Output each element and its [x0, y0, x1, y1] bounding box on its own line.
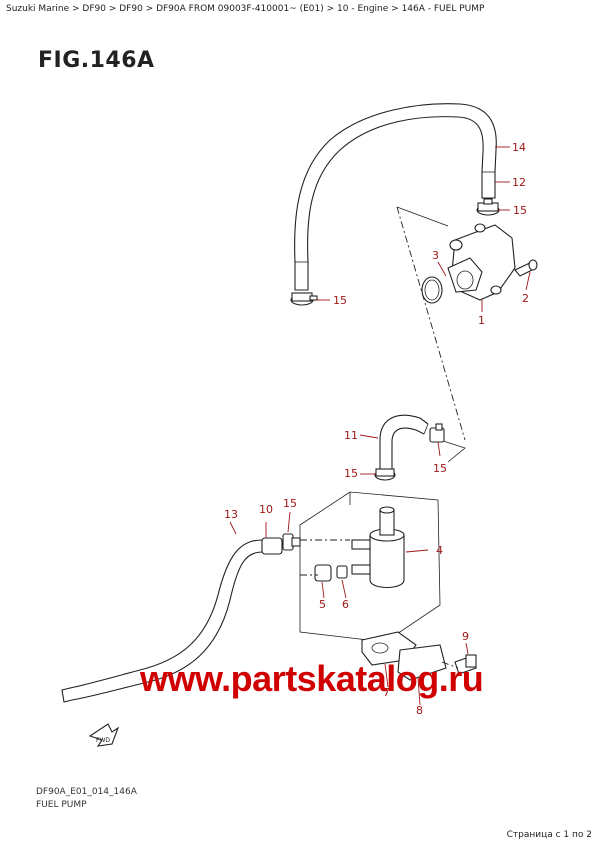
callout-11[interactable]: 11 — [344, 429, 358, 442]
breadcrumb-item-suzuki-marine[interactable]: Suzuki Marine — [6, 4, 70, 14]
callout-8[interactable]: 8 — [416, 704, 423, 717]
hose-lower — [61, 537, 283, 703]
figure-name: FUEL PUMP — [36, 800, 87, 810]
callouts: 14 12 15 3 2 1 15 11 15 15 13 10 15 4 5 … — [224, 141, 529, 717]
breadcrumb-item-df90[interactable]: DF90 — [82, 4, 106, 14]
fuel-hose-upper — [294, 103, 497, 291]
clamp-15-mid — [374, 468, 396, 481]
pager: Страница с 1 по 2 — [506, 830, 592, 840]
clamp-15-lower — [282, 533, 301, 551]
fuel-pump — [421, 223, 538, 304]
callout-3[interactable]: 3 — [432, 249, 439, 262]
callout-10[interactable]: 10 — [259, 503, 273, 516]
breadcrumb-item-df90-sub[interactable]: DF90 — [119, 4, 143, 14]
callout-15[interactable]: 15 — [283, 497, 297, 510]
figure-code: DF90A_E01_014_146A — [36, 787, 137, 797]
breadcrumb-item-current: 146A - FUEL PUMP — [401, 4, 485, 14]
callout-15[interactable]: 15 — [433, 462, 447, 475]
clamp-15-mid-right — [429, 423, 445, 443]
breadcrumb-item-engine[interactable]: 10 - Engine — [337, 4, 389, 14]
fuel-filter-assembly — [299, 491, 477, 681]
callout-2[interactable]: 2 — [522, 292, 529, 305]
clamp-15-left — [290, 292, 318, 306]
callout-7[interactable]: 7 — [383, 686, 390, 699]
callout-5[interactable]: 5 — [319, 598, 326, 611]
callout-12[interactable]: 12 — [512, 176, 526, 189]
callout-15[interactable]: 15 — [513, 204, 527, 217]
callout-13[interactable]: 13 — [224, 508, 238, 521]
callout-1[interactable]: 1 — [478, 314, 485, 327]
hose-11 — [379, 414, 429, 471]
fwd-label: FWD — [96, 737, 110, 744]
fwd-arrow-icon: FWD — [88, 723, 120, 747]
figure-title: FIG.146A — [38, 48, 155, 73]
callout-4[interactable]: 4 — [436, 544, 443, 557]
callout-15[interactable]: 15 — [344, 467, 358, 480]
callout-15[interactable]: 15 — [333, 294, 347, 307]
watermark: www.partskatalog.ru — [140, 658, 484, 699]
callout-14[interactable]: 14 — [512, 141, 526, 154]
callout-6[interactable]: 6 — [342, 598, 349, 611]
breadcrumb-item-df90a[interactable]: DF90A FROM 09003F-410001~ (E01) — [156, 4, 324, 14]
callout-9[interactable]: 9 — [462, 630, 469, 643]
clamp-15-top — [476, 198, 500, 216]
breadcrumb: Suzuki Marine > DF90 > DF90 > DF90A FROM… — [6, 4, 485, 14]
